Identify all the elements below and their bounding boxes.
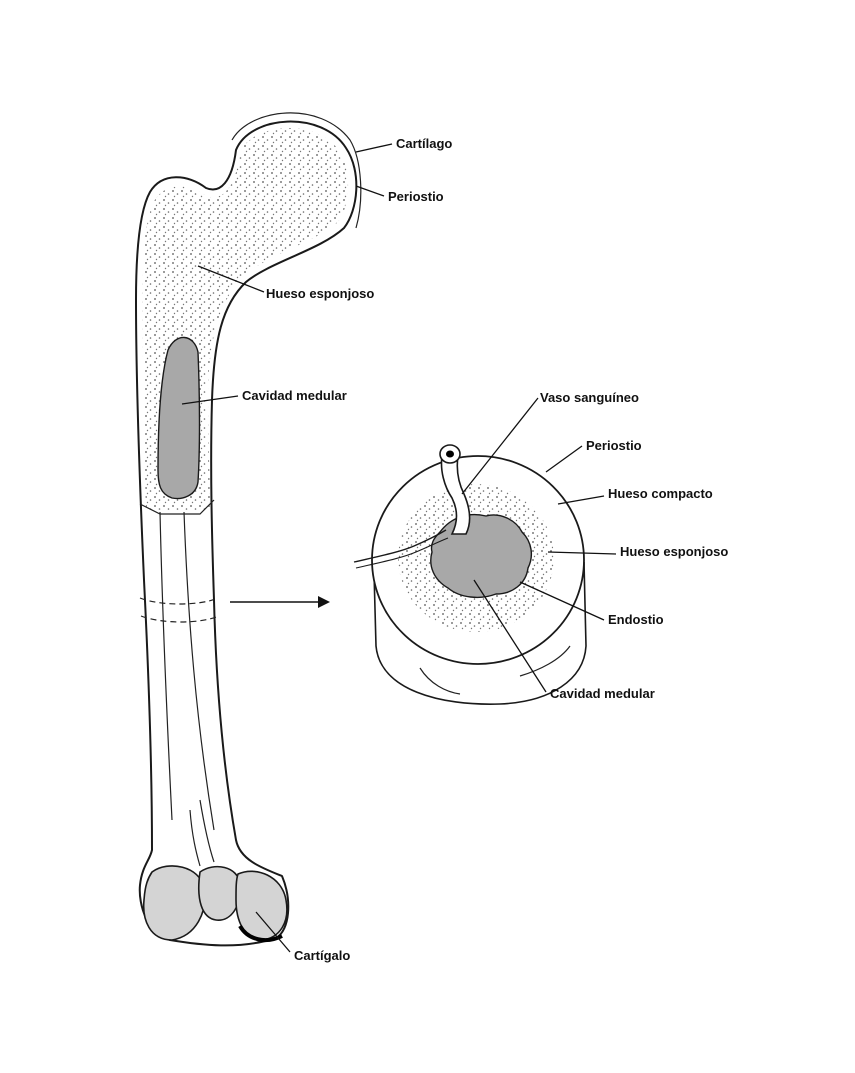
cross-section (353, 444, 587, 705)
cylinder-texture-1 (419, 667, 461, 695)
ridge-2 (189, 809, 201, 867)
label-vaso-sanguineo: Vaso sanguíneo (540, 390, 639, 405)
shaft-line-right (183, 511, 215, 831)
label-hueso-esponjoso-top: Hueso esponjoso (266, 286, 374, 301)
blood-vessel-lumen (446, 450, 454, 458)
cut-line-1 (139, 597, 219, 605)
section-arrow (230, 596, 330, 608)
label-cartigalo-bottom: Cartígalo (294, 948, 350, 963)
ridge-1 (199, 799, 215, 863)
shaft-top-edge (139, 499, 215, 515)
blood-vessel (440, 455, 471, 535)
leader-lines (181, 143, 617, 953)
femur (135, 112, 362, 947)
condyle-middle (198, 865, 241, 921)
labels: Cartílago Periostio Hueso esponjoso Cavi… (242, 136, 728, 963)
condyle-left (142, 865, 206, 941)
medullary-cavity-femur (157, 336, 201, 500)
cut-line-2 (140, 615, 220, 623)
label-cartilago-top: Cartílago (396, 136, 452, 151)
label-periostio-top: Periostio (388, 189, 444, 204)
femoral-head-cartilage (231, 112, 362, 229)
label-hueso-esponjoso-cross: Hueso esponjoso (620, 544, 728, 559)
label-cavidad-medular-top: Cavidad medular (242, 388, 347, 403)
vessel-branch-inner (355, 537, 449, 569)
cylinder-texture-2 (519, 645, 571, 677)
label-periostio-cross: Periostio (586, 438, 642, 453)
vessel-branch (353, 529, 447, 563)
label-endostio: Endostio (608, 612, 664, 627)
medullary-cavity-cross (430, 513, 533, 599)
femur-outline (135, 120, 358, 947)
shaft-line-left (159, 511, 173, 821)
label-hueso-compacto: Hueso compacto (608, 486, 713, 501)
label-cavidad-medular-cross: Cavidad medular (550, 686, 655, 701)
